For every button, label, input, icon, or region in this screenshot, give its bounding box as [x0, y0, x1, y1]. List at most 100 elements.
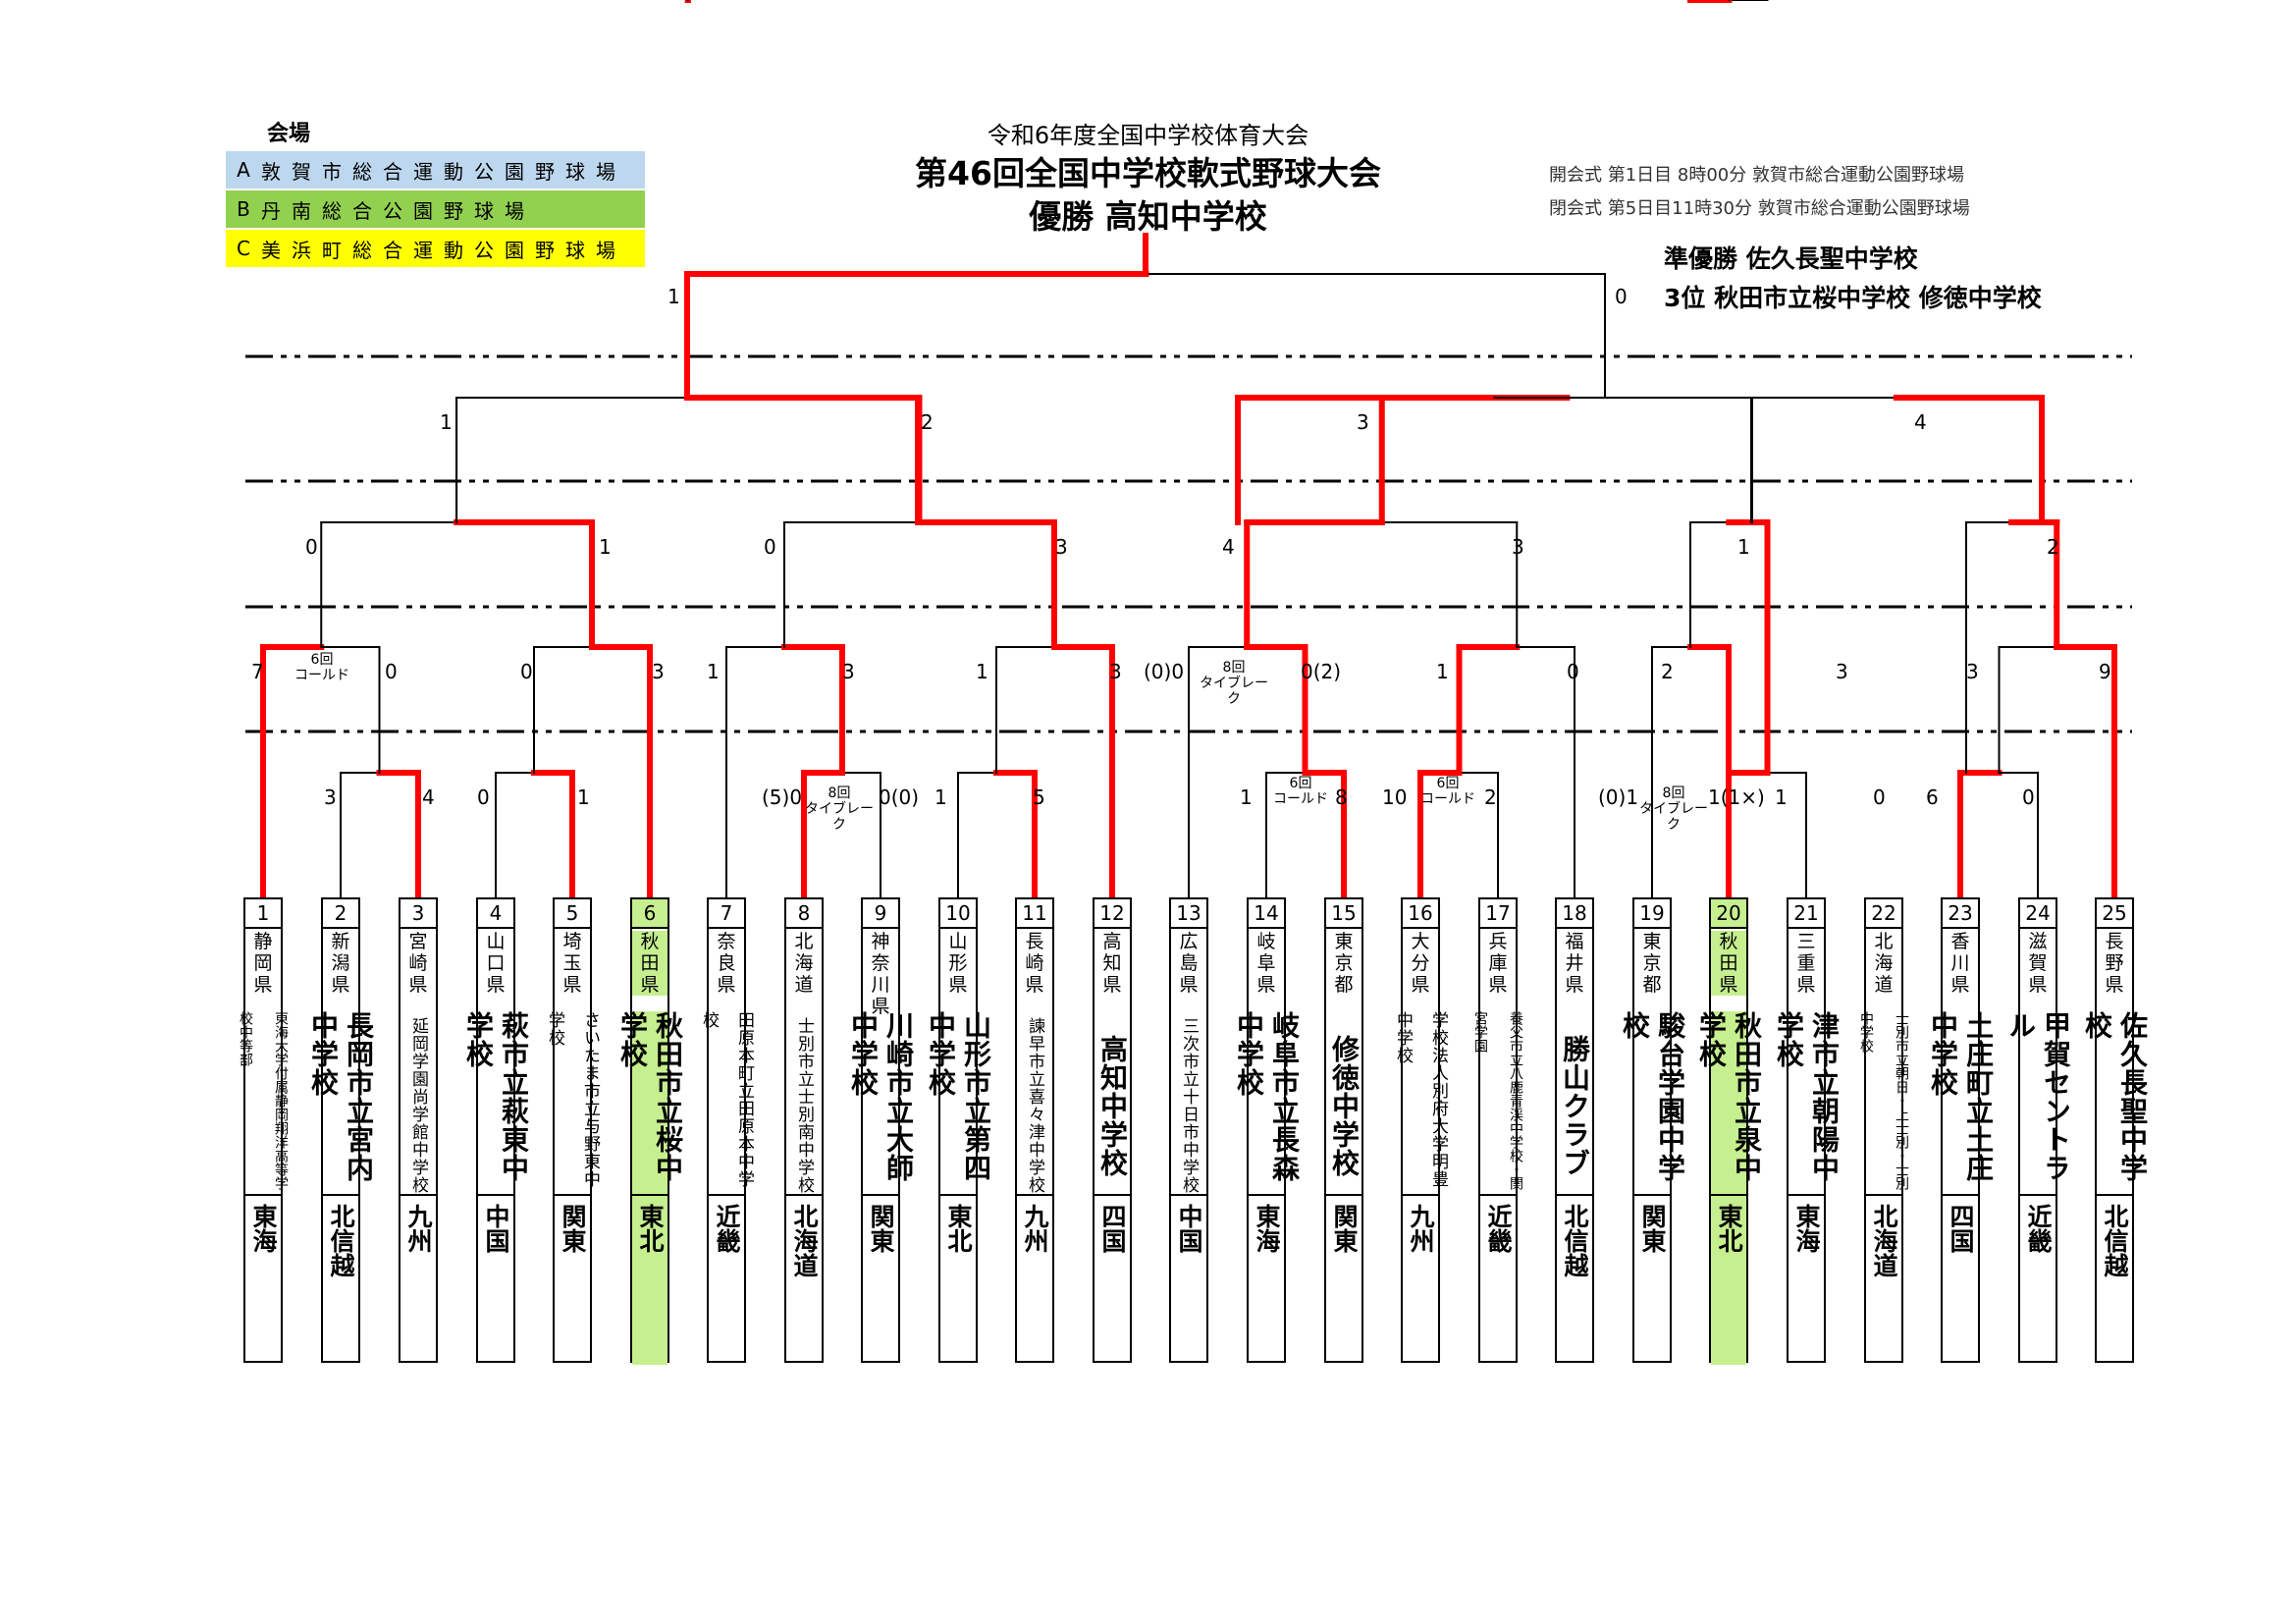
score-label: 0	[1567, 660, 1579, 683]
runner-up-label: 準優勝 佐久長聖中学校	[1664, 244, 1918, 273]
score-label: 4	[1914, 410, 1927, 434]
team-number: 22	[1866, 899, 1901, 929]
team-school: 修徳中学校	[1328, 1034, 1361, 1177]
team-region: 北信越	[1557, 1194, 1592, 1365]
team-region: 九州	[400, 1194, 436, 1365]
team-prefecture: 山形県	[948, 931, 968, 996]
team-region: 四国	[1095, 1194, 1130, 1365]
score-label: 0	[764, 535, 776, 559]
team-number: 11	[1017, 899, 1052, 929]
venue-row: B 丹南総合公園野球場	[226, 190, 645, 228]
tournament-subtitle: 令和6年度全国中学校体育大会	[987, 122, 1309, 149]
team-number: 3	[400, 899, 436, 929]
score-label: 1(1×)	[1708, 785, 1765, 809]
score-label: 1	[934, 785, 947, 809]
tournament-title: 第46回全国中学校軟式野球大会	[915, 154, 1381, 192]
team-prefecture: 長野県	[2105, 931, 2124, 996]
team-prefecture: 秋田県	[632, 931, 667, 996]
team-school: 高知中学校	[1096, 1034, 1129, 1177]
score-label: 2	[1661, 660, 1674, 683]
score-label: 2	[2047, 535, 2059, 559]
team-region: 東北	[1711, 1194, 1746, 1365]
team-number: 14	[1249, 899, 1284, 929]
score-label: 0	[1873, 785, 1886, 809]
team-region: 北海道	[1866, 1194, 1901, 1365]
team-school: 士別市立士別南中学校	[794, 1017, 814, 1194]
team-prefecture: 兵庫県	[1488, 931, 1508, 996]
team-prefecture: 神奈川県	[871, 931, 890, 1017]
score-label: 0	[477, 785, 490, 809]
team-school: 山形市立第四中学校	[925, 1011, 992, 1182]
team-school: 甲賀セントラル	[2004, 1011, 2072, 1182]
team-prefecture: 三重県	[1796, 931, 1816, 996]
score-label: 1	[1737, 535, 1750, 559]
score-label: 3	[652, 660, 665, 683]
team-region: 東海	[1249, 1194, 1284, 1365]
score-label: 9	[2099, 660, 2111, 683]
score-label: 1	[1775, 785, 1788, 809]
team-school: 駿台学園中学校	[1619, 1011, 1686, 1182]
game-note: 8回タイブレーク	[1639, 785, 1708, 833]
third-place-label: 3位 秋田市立桜中学校 修徳中学校	[1664, 284, 2042, 312]
score-label: 3	[1357, 410, 1369, 434]
champion-label: 優勝 高知中学校	[1029, 197, 1267, 236]
score-label: 1	[440, 410, 453, 434]
team-prefecture: 北海道	[794, 931, 814, 996]
team-prefecture: 秋田県	[1711, 931, 1746, 996]
team-number: 6	[632, 899, 667, 929]
team-number: 17	[1480, 899, 1516, 929]
score-label: 5	[1033, 785, 1045, 809]
team-region: 中国	[1171, 1194, 1206, 1365]
score-label: 7	[251, 660, 264, 683]
team-number: 12	[1095, 899, 1130, 929]
team-number: 15	[1326, 899, 1362, 929]
team-prefecture: 広島県	[1179, 931, 1199, 996]
score-label: (0)0	[1144, 660, 1185, 683]
venue-code: A	[237, 158, 250, 182]
team-number: 1	[245, 899, 281, 929]
team-prefecture: 埼玉県	[562, 931, 582, 996]
team-region: 関東	[863, 1194, 898, 1365]
venue-code: B	[237, 197, 250, 221]
score-label: 6	[1926, 785, 1939, 809]
team-number: 13	[1171, 899, 1206, 929]
opening-ceremony: 開会式 第1日目 8時00分 敦賀市総合運動公園野球場	[1549, 165, 1964, 186]
team-region: 近畿	[1480, 1194, 1516, 1365]
team-region: 中国	[478, 1194, 513, 1365]
team-number: 4	[478, 899, 513, 929]
team-region: 関東	[1326, 1194, 1362, 1365]
team-school: 養父市立八鹿青渓中学校・関宮学園	[1472, 1011, 1523, 1190]
score-label: 3	[1512, 535, 1524, 559]
score-label: 1	[1240, 785, 1253, 809]
team-prefecture: 北海道	[1874, 931, 1894, 996]
score-label: 0	[385, 660, 398, 683]
team-region: 近畿	[709, 1194, 744, 1365]
team-prefecture: 福井県	[1565, 931, 1584, 996]
team-region: 四国	[1943, 1194, 1978, 1365]
score-label: 1	[577, 785, 590, 809]
team-region: 関東	[1634, 1194, 1670, 1365]
team-region: 東北	[940, 1194, 976, 1365]
venue-code: C	[237, 237, 250, 260]
team-school: 学校法人別府大学明豊中学校	[1393, 1011, 1448, 1188]
team-prefecture: 岐阜県	[1256, 931, 1276, 996]
team-school: 川崎市立大師中学校	[847, 1011, 915, 1182]
venue-heading: 会場	[267, 122, 311, 146]
venue-name: 丹南総合公園野球場	[261, 198, 535, 223]
team-number: 21	[1789, 899, 1824, 929]
score-label: 1	[667, 285, 680, 308]
